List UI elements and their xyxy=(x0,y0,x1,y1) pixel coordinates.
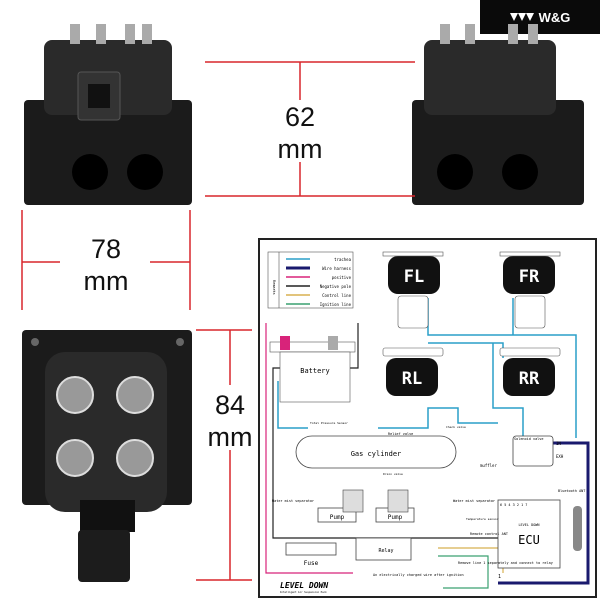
svg-text:Temperature sensor: Temperature sensor xyxy=(466,517,499,521)
svg-text:LEVEL DOWN: LEVEL DOWN xyxy=(518,523,539,527)
ecu: 6 5 4 3 2 1 7 LEVEL DOWN ECU Bluetooth A… xyxy=(458,489,586,580)
legend: Remarks trachea Wire harness positive Ne… xyxy=(267,251,354,309)
legend-item: positive xyxy=(332,275,352,280)
legend-item: Wire harness xyxy=(322,266,351,271)
pump-label: Pump xyxy=(388,514,403,521)
air-springs xyxy=(386,256,555,396)
legend-item: Negative pole xyxy=(320,284,352,289)
fuse-relay: Fuse Relay An electrically charged wire … xyxy=(285,537,464,577)
relay-label: Relay xyxy=(378,548,393,554)
height-value: 62 xyxy=(284,102,316,132)
exh-label: EXH xyxy=(556,454,564,459)
width-value: 78 xyxy=(90,234,122,264)
depth-value: 84 xyxy=(214,390,246,420)
bluetooth-label: Bluetooth ANT xyxy=(558,489,586,493)
in-label: IN xyxy=(556,441,561,446)
gas-cylinder: Gas cylinder Total Pressure Sensor Relie… xyxy=(295,421,466,476)
brand-logo: W&G xyxy=(480,0,600,34)
spring-fr: FR xyxy=(519,267,540,287)
spring-rr: RR xyxy=(519,369,540,389)
wiring-diagram: Remarks trachea Wire harness positive Ne… xyxy=(258,238,597,598)
dimension-lines xyxy=(21,61,415,581)
solenoid-valve: Solenoid valve IN EXH muffler xyxy=(480,435,564,468)
legend-item: Control line xyxy=(322,293,351,298)
brand-name: W&G xyxy=(538,9,571,25)
product-side-view xyxy=(412,24,584,205)
drain-valve-label: Drain valve xyxy=(383,472,403,476)
gas-cylinder-label: Gas cylinder xyxy=(351,450,402,458)
pressure-sensor-label: Total Pressure Sensor xyxy=(310,421,348,425)
separator-label: Water mist separator xyxy=(453,499,495,503)
muffler-label: muffler xyxy=(480,463,497,468)
check-valve-label: Check valve xyxy=(446,425,466,429)
relief-valve-label: Relief valve xyxy=(388,432,413,436)
legend-item: Ignition line xyxy=(320,302,352,307)
height-unit: mm xyxy=(277,134,323,164)
pump-label: Pump xyxy=(330,514,345,521)
svg-text:6 5 4 3 2 1 7: 6 5 4 3 2 1 7 xyxy=(500,503,527,507)
spring-fl: FL xyxy=(404,267,424,287)
spring-rl: RL xyxy=(402,369,422,389)
level-down-logo: LEVEL DOWN Intelligent Air Suspension Pa… xyxy=(280,581,328,594)
separator-label: Water mist separator xyxy=(272,499,314,503)
svg-text:Remove line 1 separately and c: Remove line 1 separately and connect to … xyxy=(458,561,553,565)
brand-mark-icon xyxy=(509,13,534,21)
svg-text:Intelligent Air Suspension Pac: Intelligent Air Suspension Pack xyxy=(280,590,327,594)
battery-label: Battery xyxy=(300,367,330,375)
svg-text:1: 1 xyxy=(498,574,501,580)
depth-unit: mm xyxy=(207,422,253,452)
legend-title: Remarks xyxy=(272,280,276,295)
svg-text:Remote control ANT: Remote control ANT xyxy=(470,532,509,536)
battery: Battery xyxy=(269,336,356,403)
svg-text:LEVEL DOWN: LEVEL DOWN xyxy=(280,581,328,590)
legend-item: trachea xyxy=(334,257,351,262)
product-top-view xyxy=(22,330,192,582)
pumps: Pump Pump Water mist separator Water mis… xyxy=(272,489,495,523)
fuse-label: Fuse xyxy=(304,560,319,567)
width-unit: mm xyxy=(83,266,129,296)
product-front-view xyxy=(24,24,192,205)
svg-text:Solenoid valve: Solenoid valve xyxy=(514,437,544,441)
ecu-label: ECU xyxy=(518,533,540,547)
svg-text:An electrically charged wire a: An electrically charged wire after ignit… xyxy=(373,573,464,577)
